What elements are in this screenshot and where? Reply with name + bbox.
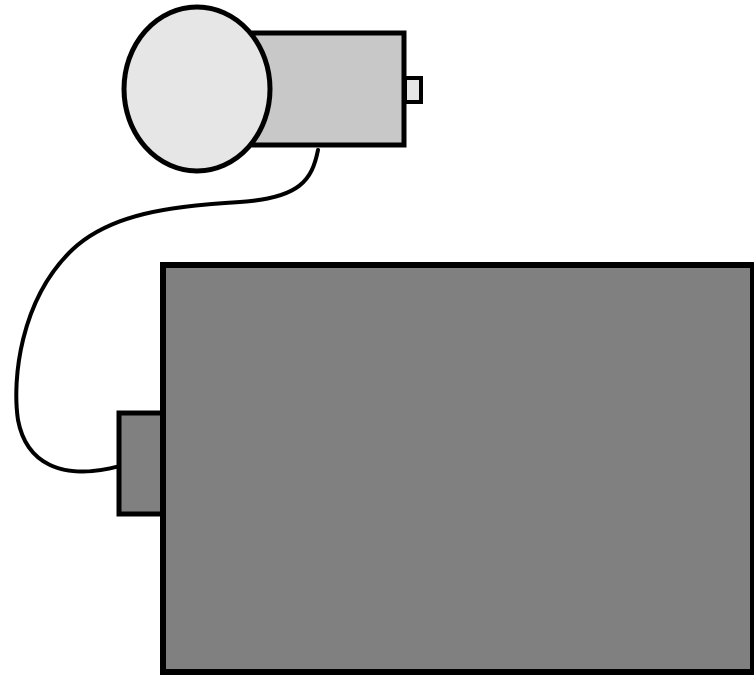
lamp-knob-icon [403,76,423,104]
lamp-lens [121,4,273,174]
cable-wire [14,148,320,474]
base-unit-box [160,262,754,675]
connector-block [116,410,166,517]
lamp-housing [249,30,407,148]
